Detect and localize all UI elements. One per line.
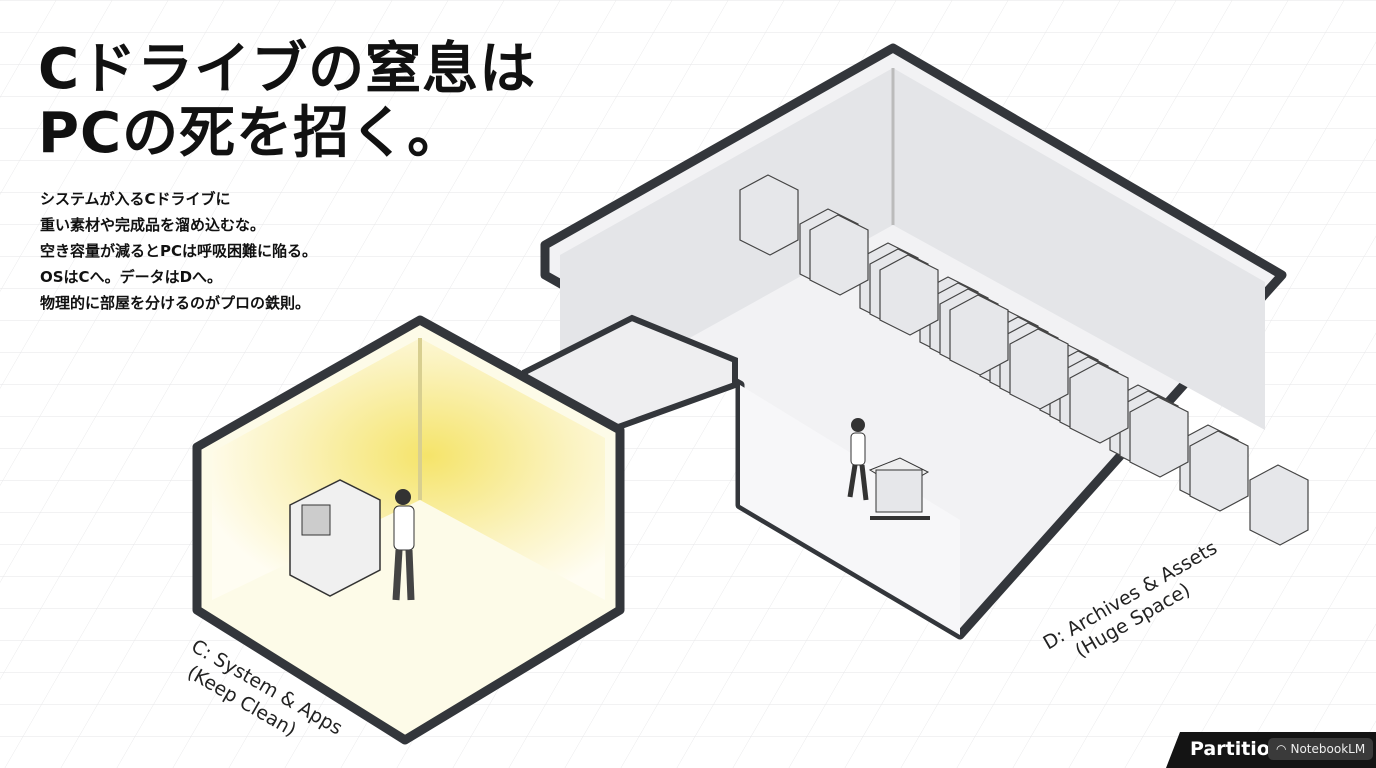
footer-banner: Partitio ◠ NotebookLM [1166, 732, 1376, 768]
storage-box [1069, 362, 1129, 444]
storage-box [879, 254, 939, 336]
body-line: OSはCへ。データはDへ。 [40, 268, 223, 286]
headline: Cドライブの窒息は PCの死を招く。 [38, 38, 536, 166]
notebooklm-badge[interactable]: ◠ NotebookLM [1268, 738, 1374, 760]
storage-box [1009, 328, 1069, 410]
notebooklm-logo-icon: ◠ [1276, 742, 1287, 756]
control-console [289, 479, 381, 597]
storage-box [1129, 396, 1189, 478]
room-d-archives [540, 43, 1309, 640]
headline-line-2: PCの死を招く。 [38, 101, 465, 166]
headline-line-1: Cドライブの窒息は [38, 37, 537, 102]
storage-box [1249, 464, 1309, 546]
body-line: 空き容量が減るとPCは呼吸困難に陥る。 [40, 242, 318, 260]
room-c-system [192, 315, 625, 745]
storage-box [739, 174, 799, 256]
body-line: システムが入るCドライブに [40, 190, 231, 208]
storage-box [1189, 430, 1249, 512]
worker-with-cart [847, 418, 930, 520]
operator-person [392, 489, 415, 601]
notebooklm-label: NotebookLM [1290, 742, 1366, 756]
body-text: システムが入るCドライブに 重い素材や完成品を溜め込むな。 空き容量が減るとPC… [40, 186, 317, 316]
storage-boxes [739, 174, 1309, 546]
body-line: 物理的に部屋を分けるのがプロの鉄則。 [40, 294, 311, 312]
body-line: 重い素材や完成品を溜め込むな。 [40, 216, 266, 234]
storage-box [949, 294, 1009, 376]
storage-box [809, 214, 869, 296]
footer-title: Partitio [1190, 738, 1270, 760]
